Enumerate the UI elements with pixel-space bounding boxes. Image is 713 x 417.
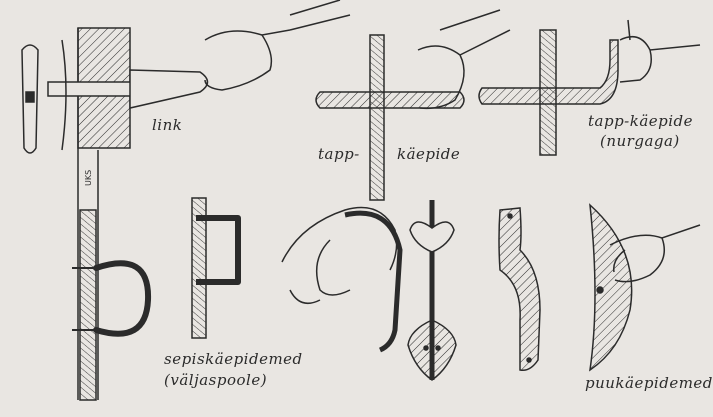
link-handle-drawing (22, 0, 350, 400)
label-uks: UKS (84, 170, 93, 186)
wooden-s-handle-drawing (499, 208, 540, 370)
label-link: link (152, 116, 182, 134)
label-tapp-kaepide: tapp-käepide (588, 112, 693, 130)
label-nurgaga: (nurgaga) (600, 132, 680, 150)
hand-grip-drawing (282, 208, 400, 351)
label-valjaspoole: (väljaspoole) (164, 371, 267, 389)
leaf-handle-drawing (408, 200, 456, 380)
label-sepiskaepidemed: sepiskäepidemed (164, 350, 303, 368)
peg-handle-drawing (316, 10, 510, 200)
wooden-curved-handle-drawing (590, 205, 700, 370)
label-tapp: tapp- (318, 145, 360, 163)
label-kaepide: käepide (397, 145, 460, 163)
label-puukaepidemed: puukäepidemed (585, 374, 713, 392)
forged-handles-drawing (72, 198, 238, 400)
